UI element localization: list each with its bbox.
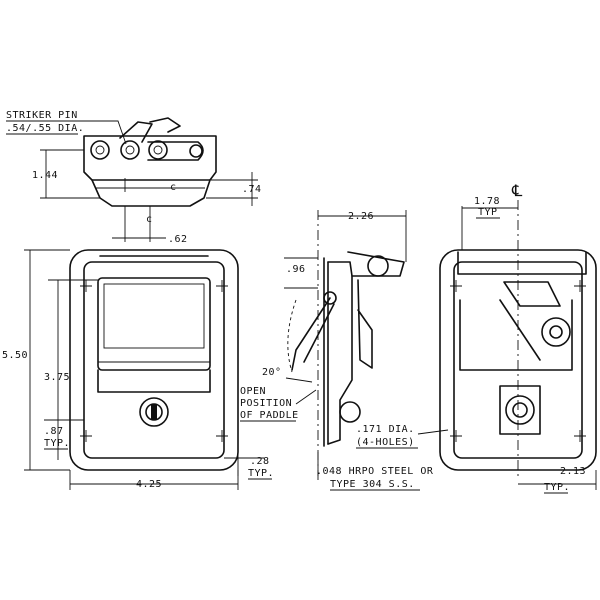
- open-position-label-1: OPEN: [240, 386, 266, 397]
- dim-angle: 20°: [262, 367, 282, 378]
- top-centerline-symbol: c: [146, 214, 153, 225]
- striker-pin-label: STRIKER PIN: [6, 110, 78, 121]
- dim-rear-offset: 1.78: [474, 196, 500, 207]
- rear-view: ℄ 1.78 TYP 2.13 TYP. .171 DIA. (4-HOLES): [356, 181, 597, 494]
- top-centerline-c: c: [170, 182, 177, 193]
- front-view: 5.50 3.75 .87 TYP. 4.25 .28 TYP.: [2, 249, 274, 490]
- open-position-label-2: POSITION: [240, 398, 292, 409]
- material-label-1: .048 HRPO STEEL OR: [316, 466, 434, 477]
- dim-centerline-offset: .62: [168, 234, 188, 245]
- dim-front-height: 5.50: [2, 350, 28, 361]
- dim-rear-width-typ: TYP.: [544, 482, 570, 493]
- dim-top-height: 1.44: [32, 170, 58, 181]
- dim-top-depth: .74: [242, 184, 262, 195]
- dim-flange-typ: TYP.: [248, 468, 274, 479]
- striker-pin-dia-label: .54/.55 DIA.: [6, 123, 84, 134]
- side-view: 2.26 .96 20° OPEN POSITION OF PADDLE .04…: [240, 210, 434, 491]
- dim-front-inner-height: 3.75: [44, 372, 70, 383]
- open-position-label-3: OF PADDLE: [240, 410, 299, 421]
- dim-front-bottom: .87: [44, 426, 64, 437]
- dim-rear-width: 2.13: [560, 466, 586, 477]
- dim-front-bottom-typ: TYP.: [44, 438, 70, 449]
- material-label-2: TYPE 304 S.S.: [330, 479, 415, 490]
- dim-front-width: 4.25: [136, 479, 162, 490]
- dim-side-top: .96: [286, 264, 306, 275]
- rear-centerline-symbol: ℄: [511, 181, 523, 200]
- holes-label-1: .171 DIA.: [356, 424, 415, 435]
- dim-rear-offset-typ: TYP: [478, 207, 498, 218]
- dim-side-depth: 2.26: [348, 211, 374, 222]
- top-view: STRIKER PIN .54/.55 DIA. c 1.44 .74: [6, 110, 262, 245]
- holes-label-2: (4-HOLES): [356, 437, 415, 448]
- dim-flange: .28: [250, 456, 270, 467]
